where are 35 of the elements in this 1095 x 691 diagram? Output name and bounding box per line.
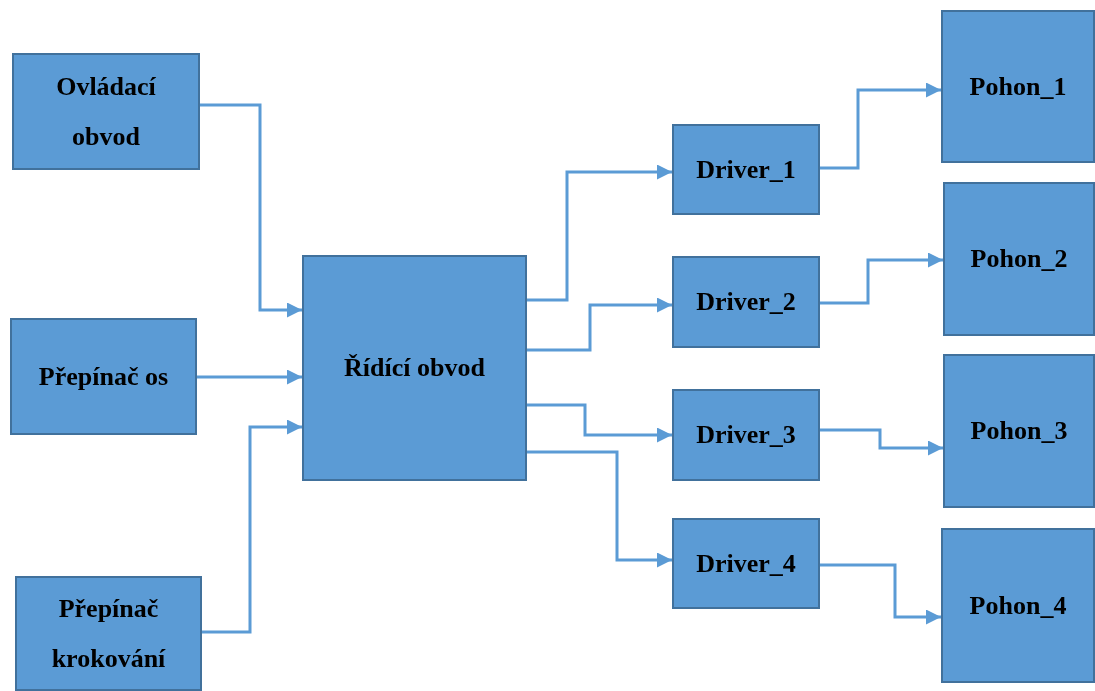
driver-box (672, 518, 820, 609)
motor-box (941, 528, 1095, 683)
box-label: Driver_3 (695, 419, 797, 452)
arrow (197, 369, 302, 385)
arrow (527, 297, 672, 352)
arrow (820, 252, 943, 305)
box-label: Pohon_1 (968, 70, 1068, 103)
driver-box (672, 389, 820, 481)
arrow (820, 563, 941, 625)
arrow (527, 450, 672, 568)
arrow (202, 419, 302, 634)
box-label: Pohon_2 (969, 243, 1069, 276)
box-label: Pohon_4 (968, 589, 1068, 622)
arrow (200, 103, 302, 318)
box-label: Přepínač os (37, 360, 170, 393)
input-box (12, 53, 200, 170)
box-label: Ovládací obvod (55, 71, 157, 153)
motor-box (941, 10, 1095, 163)
box-label: Řídící obvod (343, 352, 486, 385)
input-box (10, 318, 197, 435)
motor-box (943, 354, 1095, 508)
driver-box (672, 256, 820, 348)
driver-box (672, 124, 820, 215)
box-label: Pohon_3 (969, 415, 1069, 448)
input-box (15, 576, 202, 691)
box-label: Přepínač krokování (50, 593, 167, 675)
arrow (527, 403, 672, 443)
box-label: Driver_4 (695, 547, 797, 580)
arrow (527, 164, 672, 302)
motor-box (943, 182, 1095, 336)
box-label: Driver_2 (695, 286, 797, 319)
arrow (820, 82, 941, 170)
arrow (820, 428, 943, 456)
controller-box (302, 255, 527, 481)
box-label: Driver_1 (695, 153, 797, 186)
